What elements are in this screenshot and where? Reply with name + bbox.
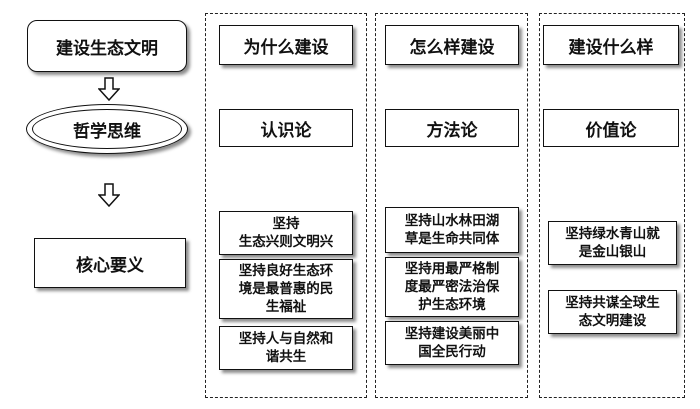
point-box: 坚持山水林田湖草是生命共同体 bbox=[385, 207, 519, 253]
point-box: 坚持绿水青山就是金山银山 bbox=[548, 221, 677, 265]
theory-box: 方法论 bbox=[385, 109, 519, 147]
topic-label: 建设生态文明 bbox=[56, 38, 158, 59]
theory-label: 认识论 bbox=[260, 120, 312, 141]
column-header: 怎么样建设 bbox=[385, 25, 519, 65]
point-line: 是金山银山 bbox=[578, 244, 647, 260]
column-header: 建设什么样 bbox=[543, 25, 679, 65]
point-box: 坚持用最严格制度最严密法治保护生态环境 bbox=[385, 257, 519, 317]
point-line: 坚持山水林田湖 bbox=[404, 213, 500, 229]
philosophy-ellipse-inner bbox=[32, 109, 182, 149]
point-line: 生福祉 bbox=[265, 299, 307, 315]
point-line: 坚持绿水青山就 bbox=[565, 226, 660, 242]
column-header-label: 建设什么样 bbox=[568, 37, 654, 58]
core-label: 核心要义 bbox=[76, 255, 144, 276]
point-line: 坚持建设美丽中 bbox=[404, 326, 500, 342]
point-line: 坚持共谋全球生 bbox=[565, 295, 660, 311]
column-what bbox=[539, 13, 685, 398]
point-line: 生态兴则文明兴 bbox=[238, 234, 334, 250]
topic-box: 建设生态文明 bbox=[27, 20, 187, 72]
theory-label: 价值论 bbox=[585, 120, 637, 141]
point-box: 坚持共谋全球生态文明建设 bbox=[548, 290, 677, 334]
theory-box: 价值论 bbox=[543, 109, 679, 147]
column-header-label: 怎么样建设 bbox=[409, 37, 495, 58]
point-line: 草是生命共同体 bbox=[404, 231, 500, 247]
point-box: 坚持生态兴则文明兴 bbox=[219, 211, 353, 255]
point-line: 护生态环境 bbox=[418, 297, 486, 313]
column-header: 为什么建设 bbox=[219, 25, 353, 65]
point-line: 国全民行动 bbox=[418, 344, 486, 360]
column-why bbox=[205, 13, 367, 398]
theory-label: 方法论 bbox=[426, 120, 478, 141]
point-box: 坚持建设美丽中国全民行动 bbox=[385, 321, 519, 365]
philosophy-label: 哲学思维 bbox=[73, 121, 141, 142]
core-box: 核心要义 bbox=[34, 238, 186, 288]
point-line: 谐共生 bbox=[265, 349, 307, 365]
down-arrow-icon bbox=[98, 183, 120, 207]
point-box: 坚持良好生态环境是最普惠的民生福祉 bbox=[219, 259, 353, 319]
point-line: 态文明建设 bbox=[578, 313, 647, 329]
point-line: 坚持用最严格制 bbox=[404, 261, 500, 277]
column-how bbox=[375, 13, 528, 398]
down-arrow-icon bbox=[98, 77, 120, 101]
point-line: 度最严密法治保 bbox=[404, 279, 500, 295]
point-line: 境是最普惠的民 bbox=[238, 281, 334, 297]
theory-box: 认识论 bbox=[219, 109, 353, 147]
point-line: 坚持人与自然和 bbox=[238, 331, 334, 347]
column-header-label: 为什么建设 bbox=[243, 37, 329, 58]
point-line: 坚持良好生态环 bbox=[238, 263, 334, 279]
point-line: 坚持 bbox=[272, 216, 300, 232]
point-box: 坚持人与自然和谐共生 bbox=[219, 326, 353, 370]
